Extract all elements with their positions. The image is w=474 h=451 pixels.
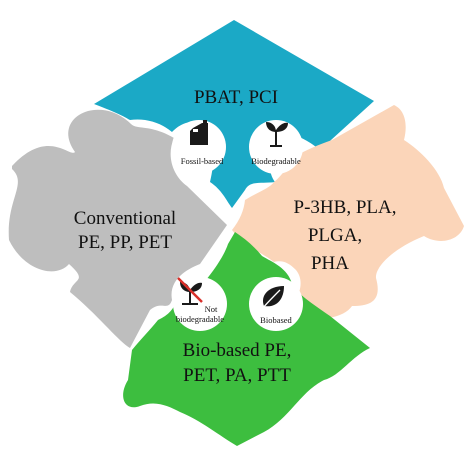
top-piece-label: PBAT, PCI — [194, 87, 278, 108]
not-biodegradable-label-line1: Not — [205, 304, 218, 314]
right-piece-label-line3: PHA — [311, 253, 349, 274]
left-piece-label-line1: Conventional — [74, 208, 176, 229]
not-biodegradable-label-line2: biodegradable — [176, 314, 224, 324]
puzzle-piece-biobased — [123, 232, 370, 446]
left-piece-label-line2: PE, PP, PET — [78, 232, 172, 253]
sprout-icon — [266, 122, 288, 147]
bottom-piece-label-line2: PET, PA, PTT — [183, 365, 291, 386]
puzzle-piece-pbat — [94, 20, 374, 208]
biodegradable-label: Biodegradable — [251, 156, 301, 166]
biobased-label: Biobased — [260, 315, 292, 325]
fuel-can-icon — [190, 120, 208, 145]
fossil-knob — [172, 120, 226, 174]
puzzle-piece-pha — [232, 105, 464, 318]
leaf-icon — [261, 286, 284, 310]
bottom-piece-label-line1: Bio-based PE, — [183, 340, 292, 361]
right-piece-label-line2: PLGA, — [308, 225, 362, 246]
right-piece-label-line1: P-3HB, PLA, — [294, 197, 397, 218]
crossed-sprout-icon — [177, 277, 203, 305]
fossil-label: Fossil-based — [181, 156, 224, 166]
puzzle-piece-conventional — [8, 109, 227, 348]
